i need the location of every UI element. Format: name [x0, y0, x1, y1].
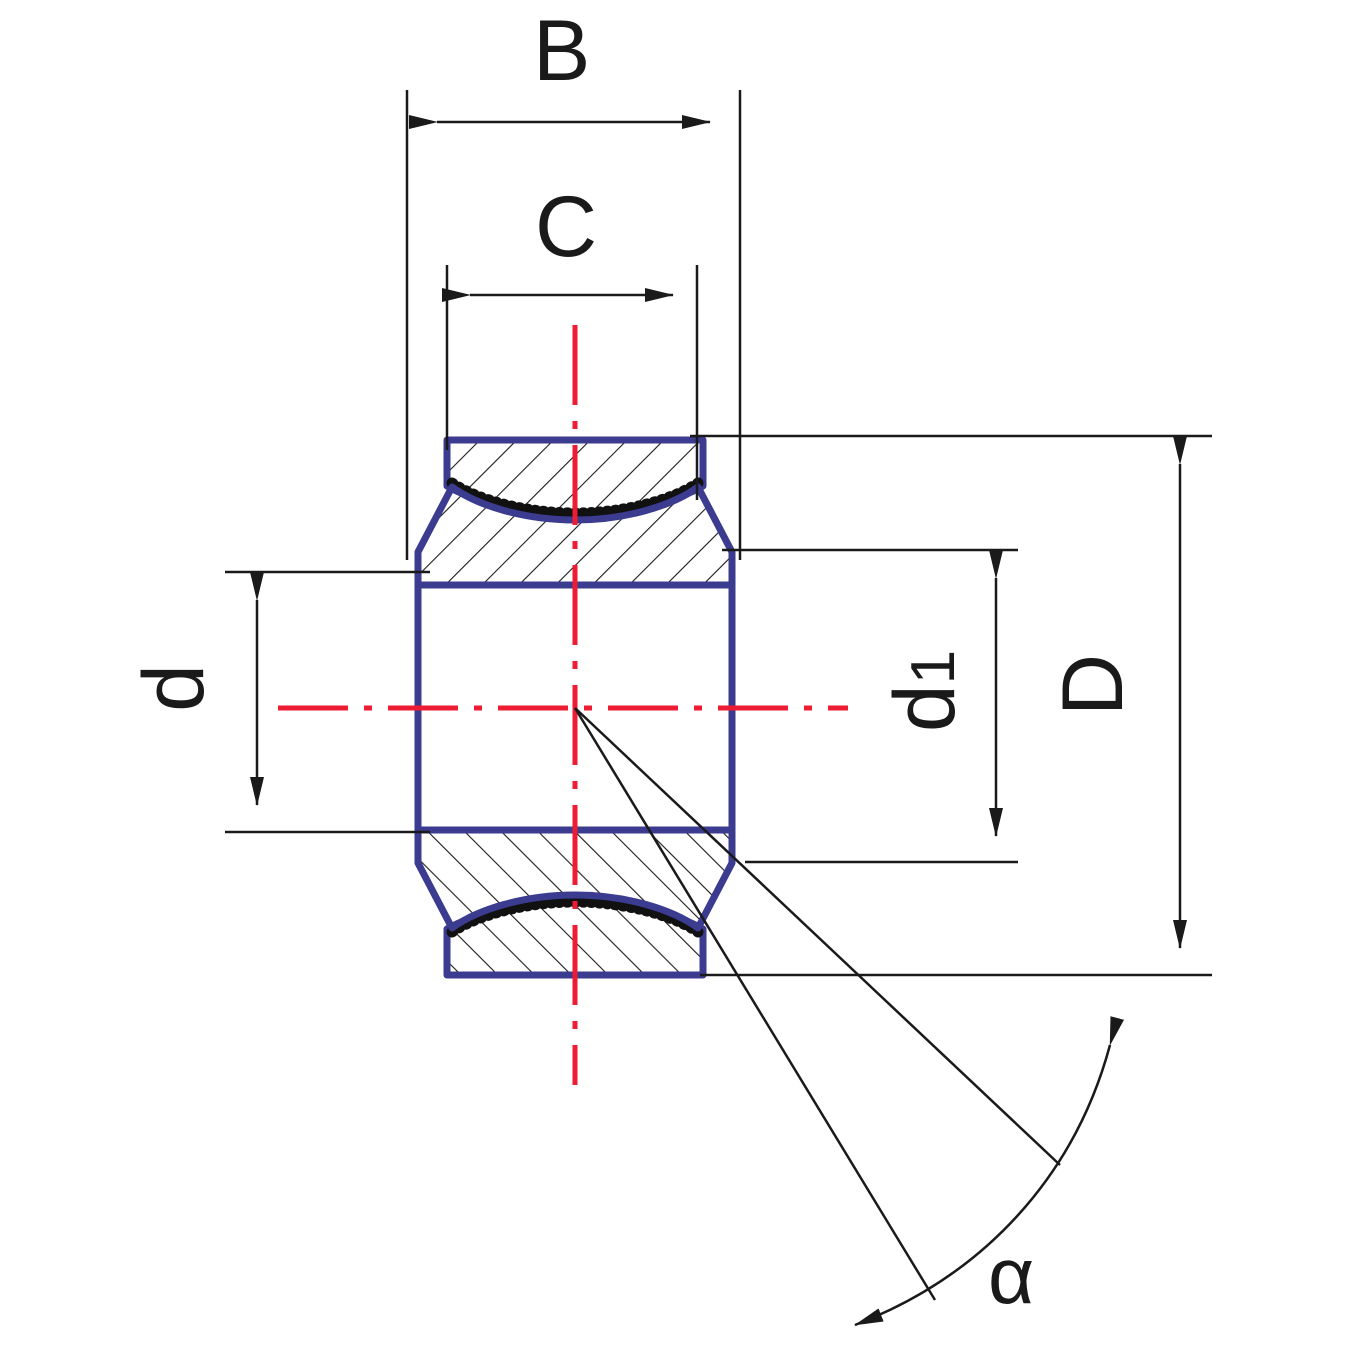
label-d1-subscript: 1	[899, 649, 969, 685]
label-C: C	[535, 179, 598, 275]
label-D: D	[1045, 653, 1142, 717]
dimension-B	[405, 90, 742, 560]
label-alpha: α	[988, 1231, 1035, 1320]
label-d: d	[125, 664, 222, 712]
label-d1: d1	[877, 649, 973, 732]
dimension-d	[225, 570, 430, 834]
dimension-d1	[722, 548, 1018, 864]
label-B: B	[533, 3, 591, 99]
tilt-angle-alpha	[573, 707, 1125, 1327]
dimension-C	[442, 265, 699, 500]
label-d1-base: d	[877, 684, 974, 733]
dimension-D	[690, 434, 1212, 977]
